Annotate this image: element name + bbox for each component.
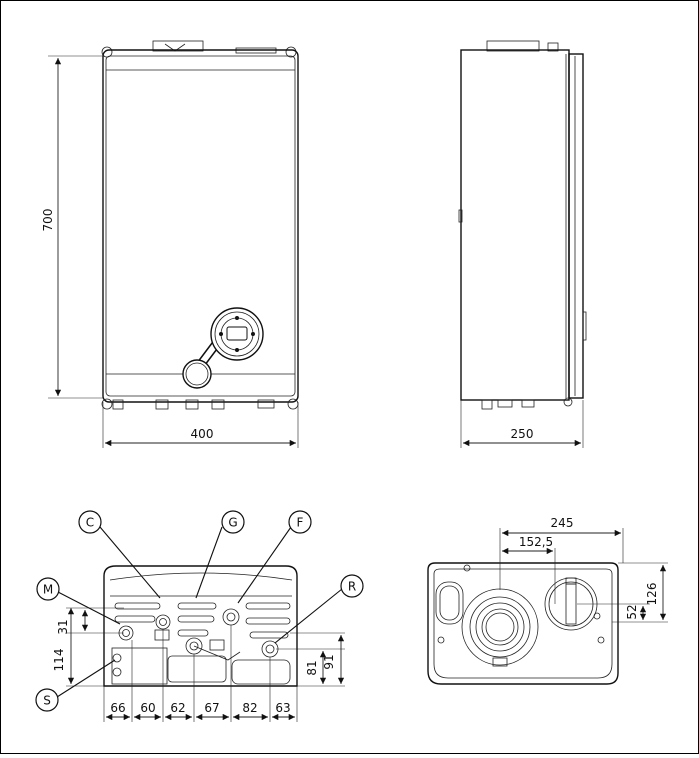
- bottom-view: C G F M R S 31 114: [35, 510, 364, 722]
- side-view: 250: [458, 40, 587, 448]
- boiler-casing-front: [102, 49, 299, 403]
- dim-245: 245: [551, 516, 574, 530]
- dim-91: 91: [322, 654, 336, 669]
- control-panel: [182, 307, 264, 389]
- dim-63: 63: [275, 701, 290, 715]
- callout-m-label: M: [43, 583, 53, 597]
- dim-66: 66: [110, 701, 125, 715]
- top-view: 245 152,5 52 126: [427, 516, 668, 685]
- front-view: 700 400: [41, 40, 299, 448]
- boiler-casing-side: [460, 49, 570, 401]
- boiler-outline-bottom: [103, 565, 298, 687]
- width-dim-label: 400: [191, 427, 214, 441]
- callout-m: M: [36, 577, 60, 601]
- dim-52: 52: [625, 604, 639, 619]
- dim-152-5: 152,5: [519, 535, 553, 549]
- dim-31: 31: [56, 619, 70, 634]
- callout-s-label: S: [43, 694, 51, 708]
- horizontal-dimension-chain: 66 60 62 67 82 63: [103, 625, 298, 722]
- power-knob: [182, 359, 212, 389]
- callout-g-label: G: [228, 516, 237, 530]
- callout-c-label: C: [86, 516, 94, 530]
- boiler-outline-top: [427, 562, 619, 685]
- callout-f: F: [288, 510, 312, 534]
- height-dim-label: 700: [41, 209, 55, 232]
- dim-60: 60: [140, 701, 155, 715]
- callout-r: R: [340, 574, 364, 598]
- dim-81: 81: [305, 660, 319, 675]
- air-intake: [544, 577, 598, 631]
- callout-c: C: [78, 510, 102, 534]
- dim-126: 126: [645, 583, 659, 606]
- flue-outlet: [461, 588, 539, 667]
- depth-dim-label: 250: [511, 427, 534, 441]
- dim-62: 62: [170, 701, 185, 715]
- callout-g: G: [221, 510, 245, 534]
- dim-114: 114: [52, 649, 66, 672]
- dim-82: 82: [242, 701, 257, 715]
- callout-s: S: [35, 688, 59, 712]
- callout-r-label: R: [348, 580, 356, 594]
- callout-f-label: F: [297, 516, 304, 530]
- dim-67: 67: [204, 701, 219, 715]
